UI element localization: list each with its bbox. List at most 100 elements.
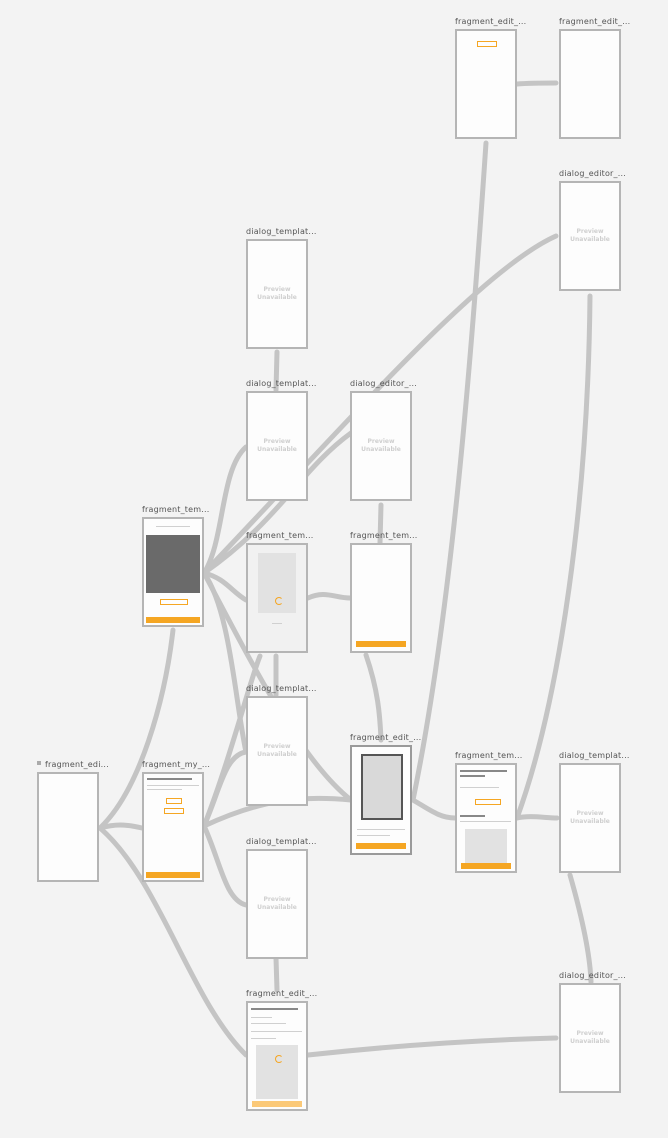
edge-fephone-to-edittop1 [410, 140, 489, 803]
node-fragment-edit-top2[interactable]: fragment_edit_... [559, 17, 630, 139]
preview-unavailable-word: Preview [263, 285, 291, 293]
node-fragment-edit-phone[interactable]: fragment_edit_... [350, 733, 421, 855]
preview-unavailable-word: Preview [576, 1029, 604, 1037]
edge-ftdark-to-editortop [201, 233, 559, 576]
node-fragment-template-dark[interactable]: fragment_tem... [142, 505, 209, 627]
node-fragment-template-right[interactable]: fragment_tem... [350, 531, 417, 653]
mini-image-block [465, 829, 507, 863]
node-preview [350, 745, 412, 855]
edge-dt4-to-febottom [273, 955, 280, 993]
node-fragment-edit-start[interactable]: fragment_edi... [37, 760, 109, 882]
node-label: fragment_tem... [142, 505, 210, 514]
preview-unavailable-word: Unavailable [570, 1037, 610, 1045]
mini-text-line [357, 835, 390, 836]
node-fragment-edit-bottom[interactable]: fragment_edit_... [246, 989, 317, 1111]
preview-unavailable-word: Preview [263, 437, 291, 445]
edge-ftform-to-dtright [514, 814, 560, 821]
edge-fephone-to-ftform [410, 797, 458, 821]
node-label: fragment_edit_... [455, 17, 527, 26]
node-label: dialog_templat... [246, 684, 317, 693]
edge-ftform-to-editortop [514, 293, 593, 821]
preview-unavailable-word: Preview [263, 895, 291, 903]
node-label: fragment_tem... [455, 751, 523, 760]
edge-start-to-my [97, 822, 145, 831]
preview-unavailable-word: Unavailable [257, 293, 297, 301]
node-label: fragment_my_... [142, 760, 211, 769]
node-label: fragment_edit_... [350, 733, 422, 742]
node-label: dialog_editor_... [559, 169, 626, 178]
edge-ftform-to-debottom [567, 872, 594, 985]
node-fragment-template-mid[interactable]: fragment_tem... [246, 531, 313, 653]
edge-ftmid-to-ftright [305, 591, 353, 601]
mini-primary-button [461, 863, 511, 869]
mini-primary-button [356, 843, 406, 849]
mini-text-line [460, 787, 499, 788]
mini-image-block [256, 1045, 298, 1099]
node-preview [455, 763, 517, 873]
edge-start-to-fe-bottom [97, 825, 249, 1058]
node-preview [455, 29, 517, 139]
mini-button [166, 798, 182, 804]
edge-ftright-to-fephone [363, 652, 384, 743]
edge-ftdark-to-ftmid [201, 570, 249, 603]
node-label: dialog_templat... [246, 837, 317, 846]
mini-phone-preview [361, 754, 403, 820]
preview-unavailable-word: Preview [263, 742, 291, 750]
node-label: fragment_edit_... [246, 989, 318, 998]
preview-unavailable-word: Preview [576, 227, 604, 235]
mini-text-line [147, 789, 182, 790]
node-fragment-edit-top1[interactable]: fragment_edit_... [455, 17, 526, 139]
mini-primary-button [252, 1101, 302, 1107]
mini-button [475, 799, 501, 805]
mini-text-line [460, 821, 511, 822]
mini-text-line [272, 623, 282, 624]
edge-dt2-to-dt1 [273, 349, 280, 393]
mini-image-block [146, 535, 200, 593]
mini-primary-button [146, 617, 200, 623]
node-label: fragment_tem... [350, 531, 418, 540]
preview-unavailable-word: Unavailable [257, 903, 297, 911]
edge-ftdark-to-dt2 [201, 444, 249, 576]
node-label: dialog_editor_... [350, 379, 417, 388]
node-preview [37, 772, 99, 882]
node-label: dialog_templat... [246, 379, 317, 388]
preview-unavailable-word: Preview [367, 437, 395, 445]
node-preview [246, 1001, 308, 1111]
edge-my-to-dt4 [201, 823, 249, 908]
node-fragment-template-form[interactable]: fragment_tem... [455, 751, 522, 873]
preview-unavailable-word: Unavailable [570, 817, 610, 825]
node-label: fragment_edit_... [559, 17, 631, 26]
node-preview [246, 543, 308, 653]
preview-unavailable-word: Preview [576, 809, 604, 817]
mini-text-line [251, 1008, 298, 1010]
node-fragment-my[interactable]: fragment_my_... [142, 760, 210, 882]
mini-button [160, 599, 188, 605]
preview-unavailable-word: Unavailable [570, 235, 610, 243]
mini-text-line [251, 1038, 276, 1039]
mini-text-line [156, 526, 190, 527]
mini-text-line [251, 1017, 272, 1018]
mini-text-line [147, 778, 192, 780]
